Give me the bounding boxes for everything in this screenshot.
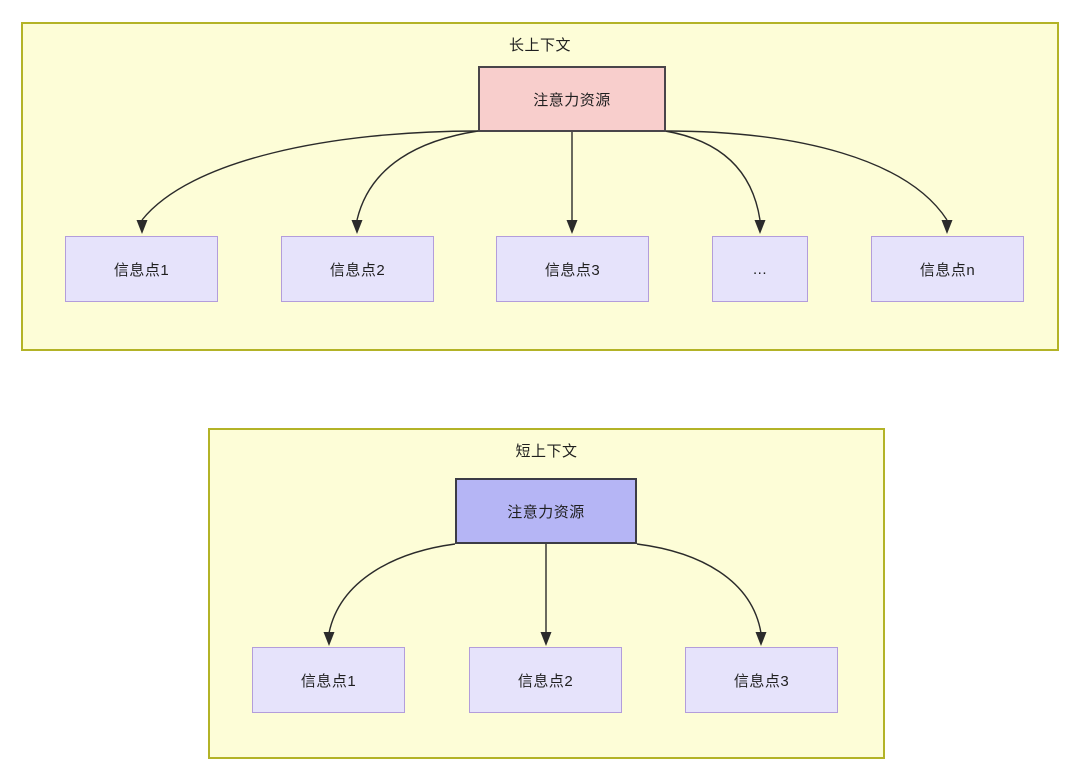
long-context-info-node-2-label: 信息点2 xyxy=(329,261,386,279)
long-context-info-node-ellipsis[interactable]: ... xyxy=(712,236,808,302)
group-long-context-title: 长上下文 xyxy=(508,37,571,54)
long-context-attention-resource-node[interactable]: 注意力资源 xyxy=(478,66,666,132)
short-context-info-node-2[interactable]: 信息点2 xyxy=(469,647,622,713)
short-context-attention-resource-node[interactable]: 注意力资源 xyxy=(455,478,637,544)
short-context-info-node-1-label: 信息点1 xyxy=(300,672,357,690)
long-context-info-node-3[interactable]: 信息点3 xyxy=(496,236,649,302)
long-context-attention-resource-label: 注意力资源 xyxy=(533,91,611,109)
group-short-context-title: 短上下文 xyxy=(515,443,578,460)
short-context-attention-resource-label: 注意力资源 xyxy=(507,503,585,521)
long-context-info-node-ellipsis-label: ... xyxy=(752,260,767,278)
long-context-info-node-n-label: 信息点n xyxy=(919,261,976,279)
short-context-info-node-1[interactable]: 信息点1 xyxy=(252,647,405,713)
long-context-info-node-1-label: 信息点1 xyxy=(113,261,170,279)
short-context-info-node-3[interactable]: 信息点3 xyxy=(685,647,838,713)
long-context-info-node-1[interactable]: 信息点1 xyxy=(65,236,218,302)
short-context-info-node-3-label: 信息点3 xyxy=(733,672,790,690)
long-context-info-node-2[interactable]: 信息点2 xyxy=(281,236,434,302)
long-context-info-node-n[interactable]: 信息点n xyxy=(871,236,1024,302)
long-context-info-node-3-label: 信息点3 xyxy=(544,261,601,279)
short-context-info-node-2-label: 信息点2 xyxy=(517,672,574,690)
